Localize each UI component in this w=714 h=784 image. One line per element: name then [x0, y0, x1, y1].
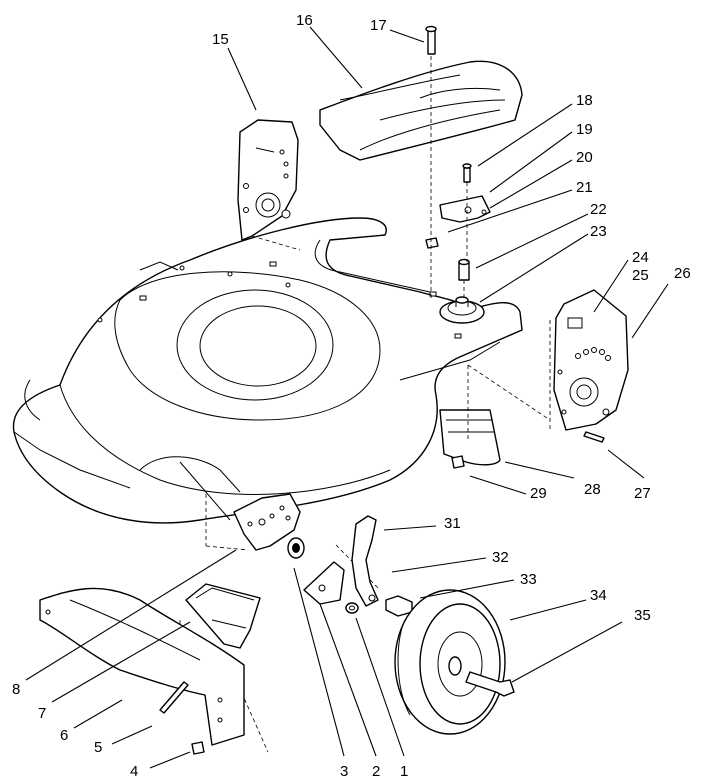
right-adjust-plate [553, 289, 629, 431]
callout-25: 25 [632, 267, 649, 284]
nut [425, 237, 439, 249]
callout-28: 28 [584, 481, 601, 498]
bushing [287, 537, 305, 559]
callout-19: 19 [576, 121, 593, 138]
belt-cover [319, 25, 523, 161]
screw-5 [159, 681, 189, 714]
callout-21: 21 [576, 179, 593, 196]
callout-27: 27 [634, 485, 651, 502]
discharge-deflector [185, 583, 261, 649]
rear-skirt [39, 587, 245, 746]
callout-1: 1 [400, 763, 408, 780]
callout-18: 18 [576, 92, 593, 109]
axle-bolt [385, 595, 413, 617]
rear-bracket [439, 409, 501, 466]
callout-22: 22 [590, 201, 607, 218]
nut-4 [191, 741, 205, 755]
callout-32: 32 [492, 549, 509, 566]
wheel-bolt [465, 671, 515, 697]
callout-23: 23 [590, 223, 607, 240]
callout-24: 24 [632, 249, 649, 266]
callout-26: 26 [674, 265, 691, 282]
callout-labels: 15 16 17 18 19 20 21 22 23 24 25 26 27 2… [12, 12, 691, 780]
front-adjust-plate [233, 493, 301, 551]
leader-lines [25, 26, 669, 769]
callout-4: 4 [130, 763, 138, 780]
spacer [458, 258, 470, 281]
spindle-pulley [439, 296, 485, 324]
callout-20: 20 [576, 149, 593, 166]
callout-31: 31 [444, 515, 461, 532]
callout-8: 8 [12, 681, 20, 698]
callout-35: 35 [634, 607, 651, 624]
callout-2: 2 [372, 763, 380, 780]
mounting-bracket [439, 163, 491, 223]
hex-nut [451, 455, 465, 469]
callout-17: 17 [370, 17, 387, 34]
mower-deck [12, 217, 523, 524]
callout-16: 16 [296, 12, 313, 29]
callout-5: 5 [94, 739, 102, 756]
callout-6: 6 [60, 727, 68, 744]
wheel [394, 589, 506, 735]
pivot-plate [303, 561, 345, 605]
callout-29: 29 [530, 485, 547, 502]
adjust-lever [351, 515, 379, 607]
callout-15: 15 [212, 31, 229, 48]
callout-34: 34 [590, 587, 607, 604]
washer [345, 602, 359, 614]
callout-3: 3 [340, 763, 348, 780]
callout-7: 7 [38, 705, 46, 722]
left-adjust-plate [237, 119, 299, 241]
callout-33: 33 [520, 571, 537, 588]
screw [583, 431, 605, 443]
